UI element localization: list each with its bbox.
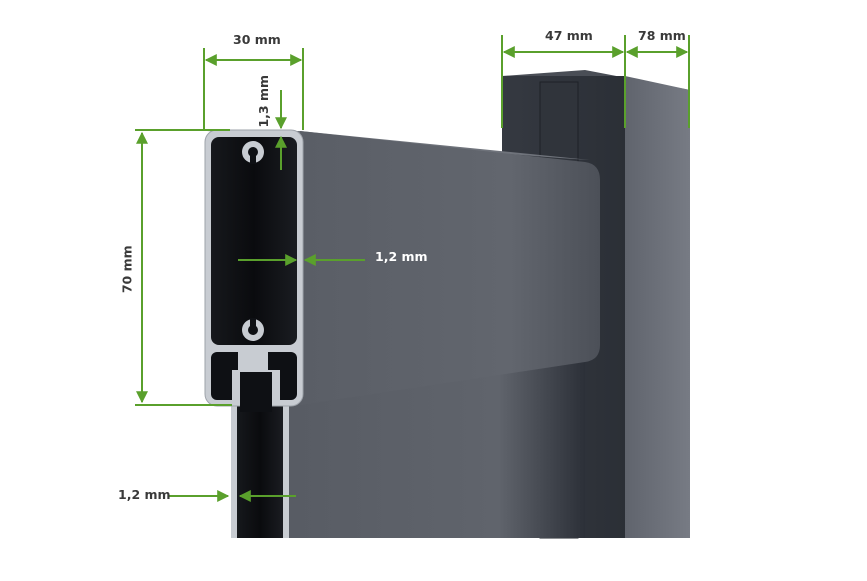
dimension-lines	[135, 35, 690, 502]
post-side-width-label: 78 mm	[638, 28, 686, 43]
lower-wall-thickness-label: 1,2 mm	[118, 487, 171, 502]
board-profile-main-chamber	[211, 137, 297, 345]
board-height-label: 70 mm	[119, 245, 135, 294]
post-front-width-label: 47 mm	[545, 28, 593, 43]
post-side-face	[625, 76, 690, 538]
board-width-label: 30 mm	[233, 32, 281, 47]
upper-board-face	[300, 131, 600, 405]
lower-board-face	[240, 362, 585, 538]
side-wall-thickness-label: 1,2 mm	[375, 249, 428, 264]
top-wall-thickness-label: 1,3 mm	[256, 74, 272, 128]
upper-board	[204, 129, 600, 412]
